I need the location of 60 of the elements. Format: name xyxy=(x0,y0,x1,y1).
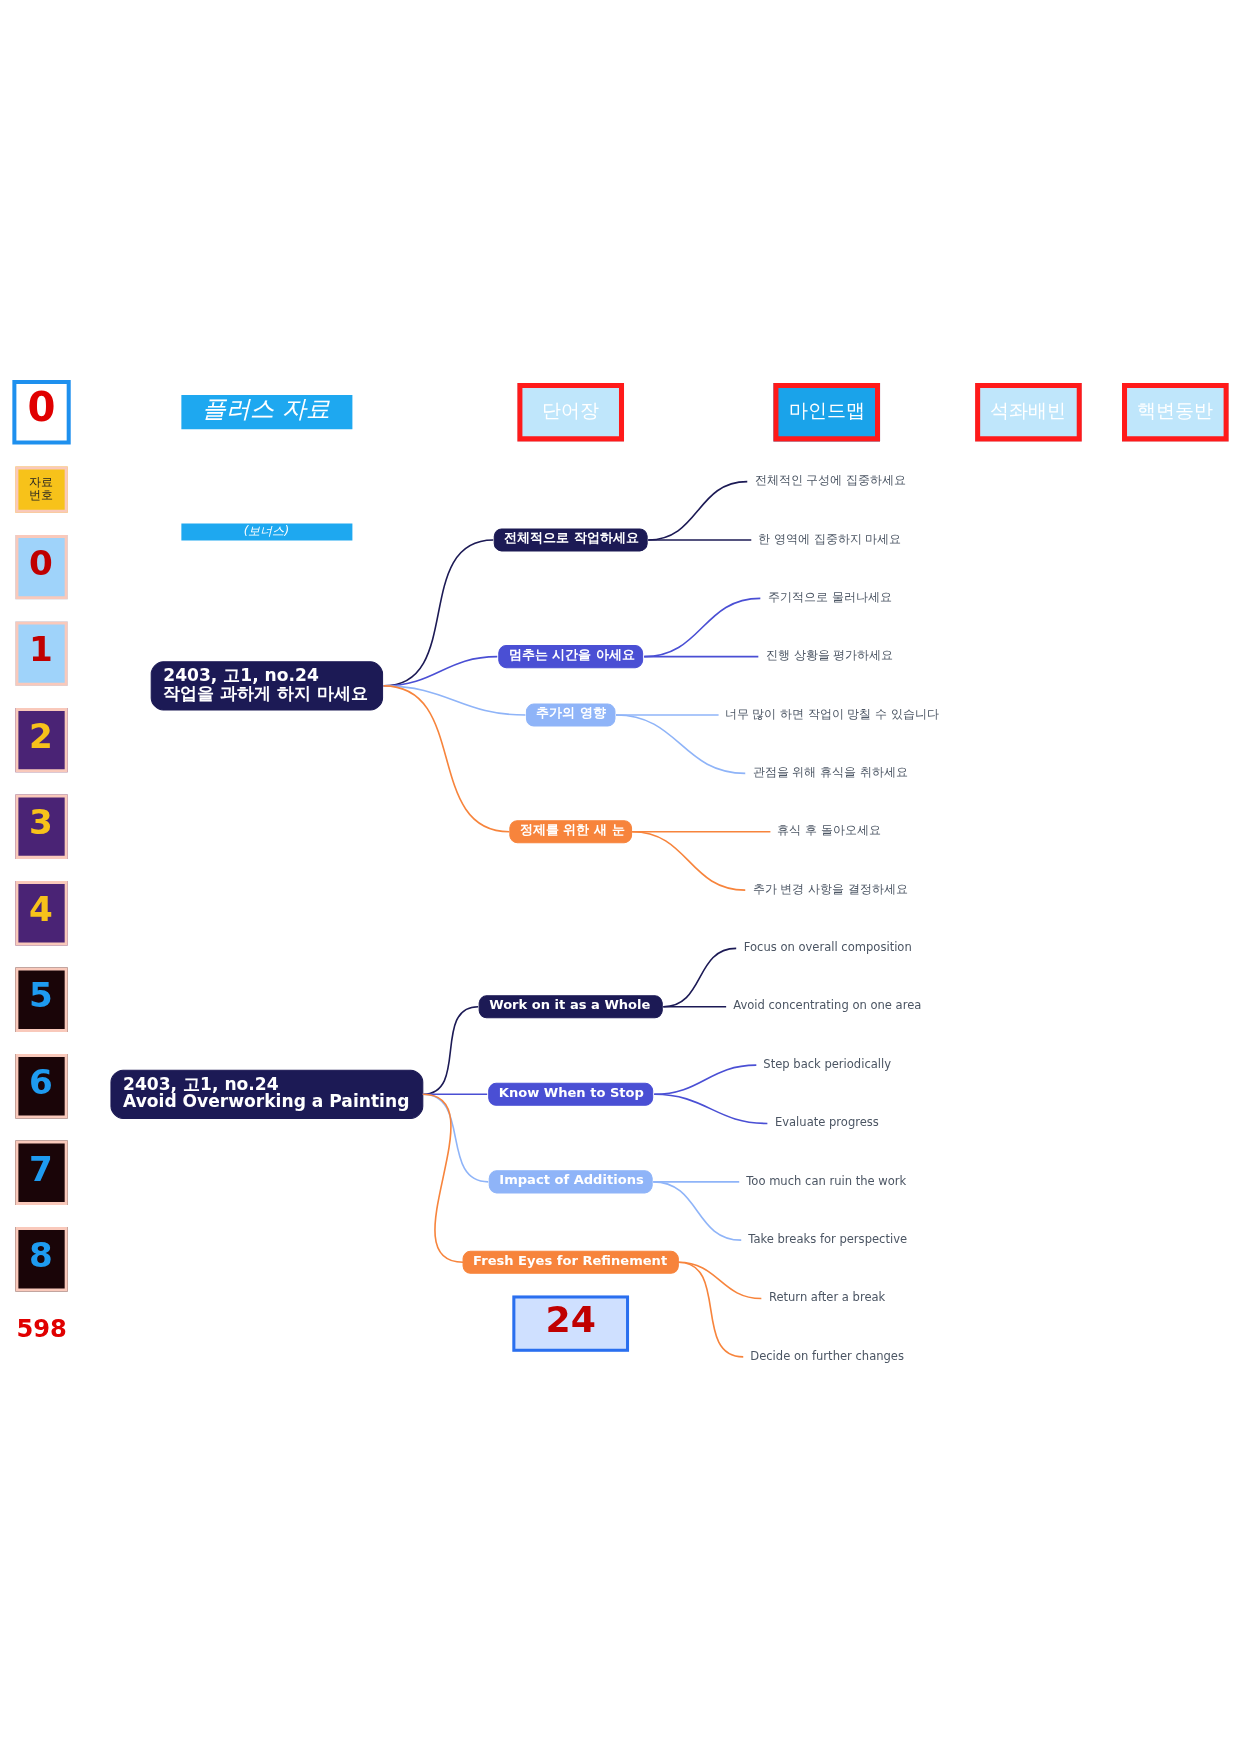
node-text: Decide on further changes xyxy=(750,1348,904,1363)
label: 6 xyxy=(28,1061,53,1102)
label: 마인드맵 xyxy=(788,398,865,422)
node-text: 주기적으로 물러나세요 xyxy=(767,589,892,604)
connector xyxy=(643,597,762,657)
node-box: 전체적으로 작업하세요 xyxy=(493,527,648,552)
node-box: Fresh Eyes for Refinement xyxy=(462,1250,679,1274)
label: 석좌배빈 xyxy=(990,398,1067,422)
node-text: Focus on overall composition xyxy=(743,939,912,954)
node-text: 너무 많이 하면 작업이 망칠 수 있습니다 xyxy=(724,706,939,721)
label: 플러스 자료 xyxy=(202,394,331,423)
node-text: 전체적인 구성에 집중하세요 xyxy=(754,472,907,487)
label: (보너스) xyxy=(243,523,290,538)
node-box: 정제를 위한 새 눈 xyxy=(509,819,633,843)
label: 0 xyxy=(27,383,56,430)
label: 0 xyxy=(28,542,53,583)
connector xyxy=(382,684,511,833)
label: 2 xyxy=(28,715,53,756)
node-text: Step back periodically xyxy=(763,1056,892,1071)
connector xyxy=(677,1261,745,1358)
label: 4 xyxy=(28,888,53,929)
label: 8 xyxy=(28,1234,53,1275)
node-text: 진행 상황을 평가하세요 xyxy=(765,647,894,662)
node-text: 한 영역에 집중하지 마세요 xyxy=(758,531,902,546)
node-text: Avoid concentrating on one area xyxy=(733,997,922,1012)
connector xyxy=(662,947,737,1008)
node-text: 추가 변경 사항을 결정하세요 xyxy=(752,881,908,896)
connector xyxy=(422,1093,464,1263)
node-box: Work on it as a Whole xyxy=(478,994,663,1018)
label: 24 xyxy=(545,1297,596,1341)
node-text: Take breaks for perspective xyxy=(748,1231,908,1246)
label: 7 xyxy=(28,1148,53,1189)
node-box: 추가의 영향 xyxy=(525,702,616,727)
node-text: Return after a break xyxy=(768,1289,886,1304)
connector xyxy=(662,1005,727,1008)
node-text: 휴식 후 돌아오세요 xyxy=(777,822,881,837)
connector xyxy=(647,538,753,541)
node-box: 2403, 고1, no.24 Avoid Overworking a Painting xyxy=(110,1069,424,1119)
connector xyxy=(653,1093,769,1124)
node-box: Know When to Stop xyxy=(488,1082,654,1106)
node-box: 2403, 고1, no.24 작업을 과하게 하지 마세요 xyxy=(150,660,384,710)
label: 단어장 xyxy=(542,398,600,422)
node-box: Impact of Additions xyxy=(488,1169,653,1193)
connector xyxy=(652,1180,743,1241)
node-box: 멈추는 시간을 아세요 xyxy=(498,644,644,668)
node-text: Too much can ruin the work xyxy=(746,1173,907,1188)
node-text: Evaluate progress xyxy=(774,1114,879,1129)
label: 1 xyxy=(28,628,53,669)
connector xyxy=(422,1093,489,1183)
connector xyxy=(422,1093,488,1095)
connector xyxy=(615,713,747,774)
label: 3 xyxy=(28,801,53,842)
connector xyxy=(643,655,760,657)
connector xyxy=(631,830,747,891)
label: 자료 번호 xyxy=(28,474,53,502)
label: 598 xyxy=(16,1314,67,1343)
connector xyxy=(653,1063,758,1095)
label: 5 xyxy=(28,974,53,1015)
node-text: 관점을 위해 휴식을 취하세요 xyxy=(752,764,908,779)
label: 핵변동반 xyxy=(1137,398,1214,422)
